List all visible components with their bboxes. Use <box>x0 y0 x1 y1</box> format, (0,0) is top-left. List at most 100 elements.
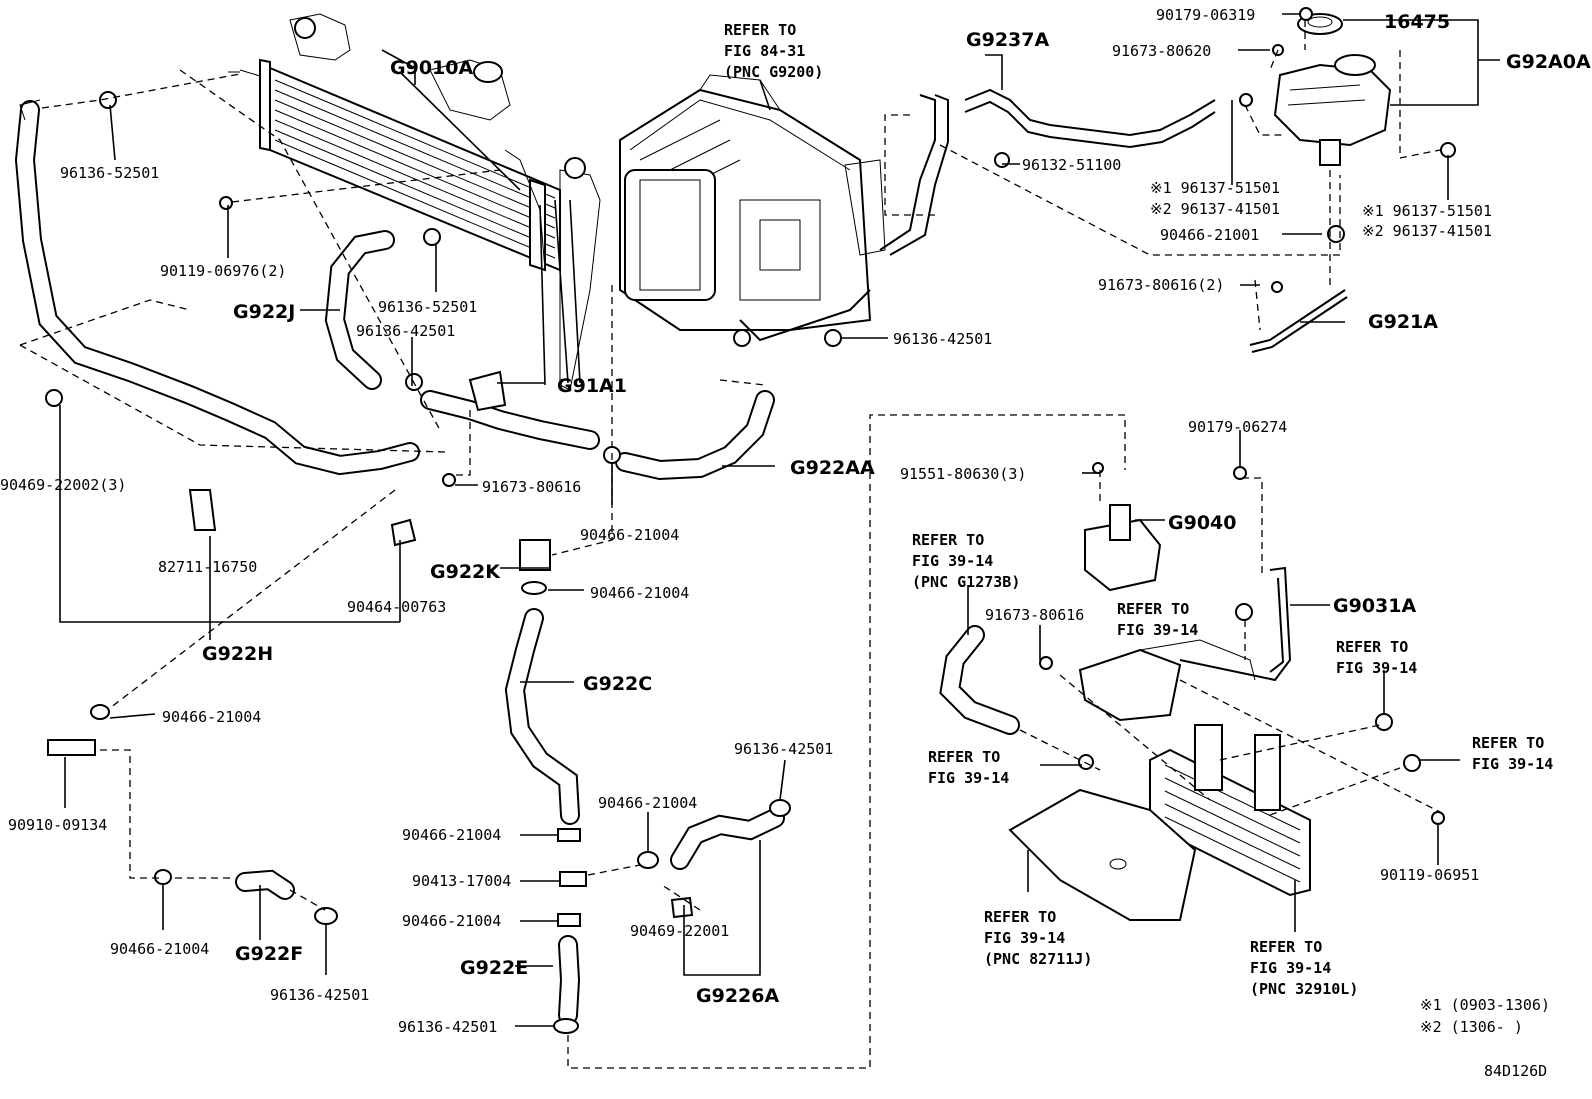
ref-fig-39-14-b: REFER TO FIG 39-14 <box>1336 638 1417 677</box>
svg-text:FIG 39-14: FIG 39-14 <box>1336 659 1417 677</box>
hose-g922h <box>14 99 420 476</box>
part-96136-42501-c: 96136-42501 <box>398 1018 497 1036</box>
svg-text:REFER TO: REFER TO <box>928 748 1000 766</box>
dashed-lines <box>19 20 1441 1069</box>
part-90469-22001: 90469-22001 <box>630 922 729 940</box>
svg-text:(PNC G1273B): (PNC G1273B) <box>912 573 1020 591</box>
part-90466-21004-d: 90466-21004 <box>110 940 209 958</box>
svg-text:REFER TO: REFER TO <box>1336 638 1408 656</box>
part-91551-80630: 91551-80630(3) <box>900 465 1026 483</box>
ref-fig-39-14-a: REFER TO FIG 39-14 <box>1117 600 1198 639</box>
callout-g922f: G922F <box>235 943 303 965</box>
refer-to-labels: REFER TO FIG 84-31 (PNC G9200) REFER TO … <box>724 21 1553 998</box>
callout-g922k: G922K <box>430 561 501 583</box>
part-96136-42501-d: 96136-42501 <box>734 740 833 758</box>
part-82711-16750: 82711-16750 <box>158 558 257 576</box>
part-96136-42501-e: 96136-42501 <box>893 330 992 348</box>
hose-g922aa <box>615 390 775 481</box>
part-91673-80616-2: 91673-80616(2) <box>1098 276 1224 294</box>
svg-text:REFER TO: REFER TO <box>1117 600 1189 618</box>
footnotes: ※1 (0903-1306) ※2 (1306- ) 84D126D <box>1420 996 1550 1080</box>
part-90119-06951: 90119-06951 <box>1380 866 1479 884</box>
pump-g9040 <box>1078 504 1256 722</box>
svg-text:FIG 39-14: FIG 39-14 <box>1117 621 1198 639</box>
ref-fig-39-14-32910l: REFER TO FIG 39-14 (PNC 32910L) <box>1250 938 1358 998</box>
svg-text:REFER TO: REFER TO <box>912 531 984 549</box>
callout-g922e: G922E <box>460 957 528 979</box>
part-96137-51501-a: ※1 96137-51501 <box>1150 179 1280 197</box>
pipe-g9237a <box>964 88 1216 168</box>
svg-text:(PNC G9200): (PNC G9200) <box>724 63 823 81</box>
callout-g9226a: G9226A <box>696 985 779 1007</box>
part-91673-80620: 91673-80620 <box>1112 42 1211 60</box>
svg-text:REFER TO: REFER TO <box>1250 938 1322 956</box>
svg-text:FIG 39-14: FIG 39-14 <box>912 552 993 570</box>
ref-fig-39-14-d: REFER TO FIG 39-14 <box>1472 734 1553 773</box>
svg-text:REFER TO: REFER TO <box>724 21 796 39</box>
ref-fig-84-31: REFER TO FIG 84-31 (PNC G9200) <box>724 21 823 81</box>
ref-fig-39-14-g1273b: REFER TO FIG 39-14 (PNC G1273B) <box>912 531 1020 591</box>
part-96136-42501-b: 96136-42501 <box>270 986 369 1004</box>
part-96136-52501-a: 96136-52501 <box>60 164 159 182</box>
part-91673-80616-a: 91673-80616 <box>482 478 581 496</box>
part-90179-06319: 90179-06319 <box>1156 6 1255 24</box>
part-96136-42501-a: 96136-42501 <box>356 322 455 340</box>
part-91673-80616-b: 91673-80616 <box>985 606 1084 624</box>
pipe-g91a1 <box>420 370 600 450</box>
clamps <box>45 7 1456 1034</box>
part-90910-09134: 90910-09134 <box>8 816 107 834</box>
callout-g92a0a: G92A0A <box>1506 51 1591 73</box>
ref-fig-39-14-82711j: REFER TO FIG 39-14 (PNC 82711J) <box>984 908 1092 968</box>
svg-text:REFER TO: REFER TO <box>1472 734 1544 752</box>
hose-g922j <box>324 230 395 390</box>
part-90179-06274: 90179-06274 <box>1188 418 1287 436</box>
callout-g9237a: G9237A <box>966 29 1049 51</box>
part-number-labels: 96136-52501 90119-06976(2) 96136-52501 9… <box>0 6 1492 1036</box>
callout-g922aa: G922AA <box>790 457 875 479</box>
footnote-2: ※2 (1306- ) <box>1420 1018 1523 1036</box>
part-96132-51100: 96132-51100 <box>1022 156 1121 174</box>
ref-fig-39-14-c: REFER TO FIG 39-14 <box>928 748 1009 787</box>
svg-text:FIG 84-31: FIG 84-31 <box>724 42 805 60</box>
callout-g9040: G9040 <box>1168 512 1236 534</box>
callout-g922c: G922C <box>583 673 652 695</box>
footnote-1: ※1 (0903-1306) <box>1420 996 1550 1014</box>
part-96137-51501-b: ※1 96137-51501 <box>1362 202 1492 220</box>
part-96137-41501-a: ※2 96137-41501 <box>1150 200 1280 218</box>
callout-16475: 16475 <box>1384 11 1450 33</box>
hose-g922f <box>235 869 295 900</box>
leader-lines <box>59 13 1500 1027</box>
bracket-g921a <box>1249 289 1348 353</box>
callout-g921a: G921A <box>1368 311 1438 333</box>
callout-g9031a: G9031A <box>1333 595 1416 617</box>
part-96136-52501-b: 96136-52501 <box>378 298 477 316</box>
part-90466-21001: 90466-21001 <box>1160 226 1259 244</box>
hose-g922c <box>504 608 580 825</box>
callout-g9010a: G9010A <box>390 57 473 79</box>
part-90464-00763: 90464-00763 <box>347 598 446 616</box>
svg-text:(PNC 32910L): (PNC 32910L) <box>1250 980 1358 998</box>
svg-text:(PNC 82711J): (PNC 82711J) <box>984 950 1092 968</box>
reservoir-g92a0a <box>1273 13 1392 166</box>
hose-g922e <box>558 935 581 1025</box>
part-90466-21004-a: 90466-21004 <box>580 526 679 544</box>
part-90466-21004-g: 90466-21004 <box>598 794 697 812</box>
hose-g1273b <box>939 625 1020 735</box>
callout-g922h: G922H <box>202 643 273 665</box>
svg-text:REFER TO: REFER TO <box>984 908 1056 926</box>
callout-g91a1: G91A1 <box>557 375 627 397</box>
part-96137-41501-b: ※2 96137-41501 <box>1362 222 1492 240</box>
oil-cooler <box>1149 724 1311 897</box>
part-90413-17004: 90413-17004 <box>412 872 511 890</box>
svg-text:FIG 39-14: FIG 39-14 <box>1472 755 1553 773</box>
svg-text:FIG 39-14: FIG 39-14 <box>1250 959 1331 977</box>
part-90469-22002: 90469-22002(3) <box>0 476 126 494</box>
part-90466-21004-c: 90466-21004 <box>162 708 261 726</box>
svg-text:FIG 39-14: FIG 39-14 <box>928 769 1009 787</box>
under-cover <box>1008 788 1197 921</box>
part-90466-21004-e: 90466-21004 <box>402 826 501 844</box>
radiator-assembly <box>228 13 601 391</box>
callout-g922j: G922J <box>233 301 295 323</box>
bracket-g9031a <box>1179 566 1292 682</box>
